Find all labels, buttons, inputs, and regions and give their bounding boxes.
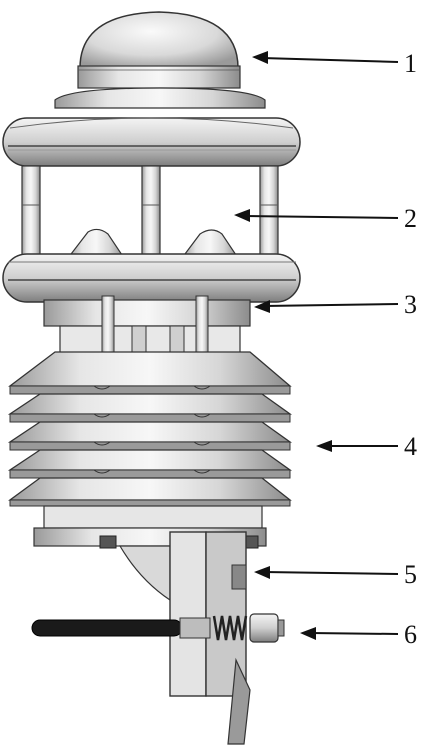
- clamp-handle: [31, 617, 211, 639]
- middle-ring: [2, 253, 301, 303]
- callout-3: 3: [254, 290, 417, 319]
- callout-label-5: 5: [404, 560, 417, 589]
- callout-1: 1: [252, 49, 417, 78]
- support-posts: [21, 165, 279, 259]
- ultrasonic-transducers: [66, 228, 240, 259]
- callout-label-1: 1: [404, 49, 417, 78]
- callout-label-4: 4: [404, 432, 417, 461]
- clamp-spring: [212, 613, 285, 643]
- callout-5: 5: [254, 560, 417, 589]
- dome-cover: [54, 11, 266, 109]
- radiation-shield: [7, 351, 293, 507]
- callout-label-2: 2: [404, 204, 417, 233]
- callout-label-3: 3: [404, 290, 417, 319]
- callout-6: 6: [300, 620, 417, 649]
- callout-4: 4: [316, 432, 417, 461]
- mounting-bracket: [118, 531, 251, 745]
- sensor-housing: [43, 295, 251, 359]
- callout-label-6: 6: [404, 620, 417, 649]
- top-ring: [2, 117, 301, 167]
- callout-2: 2: [234, 204, 417, 233]
